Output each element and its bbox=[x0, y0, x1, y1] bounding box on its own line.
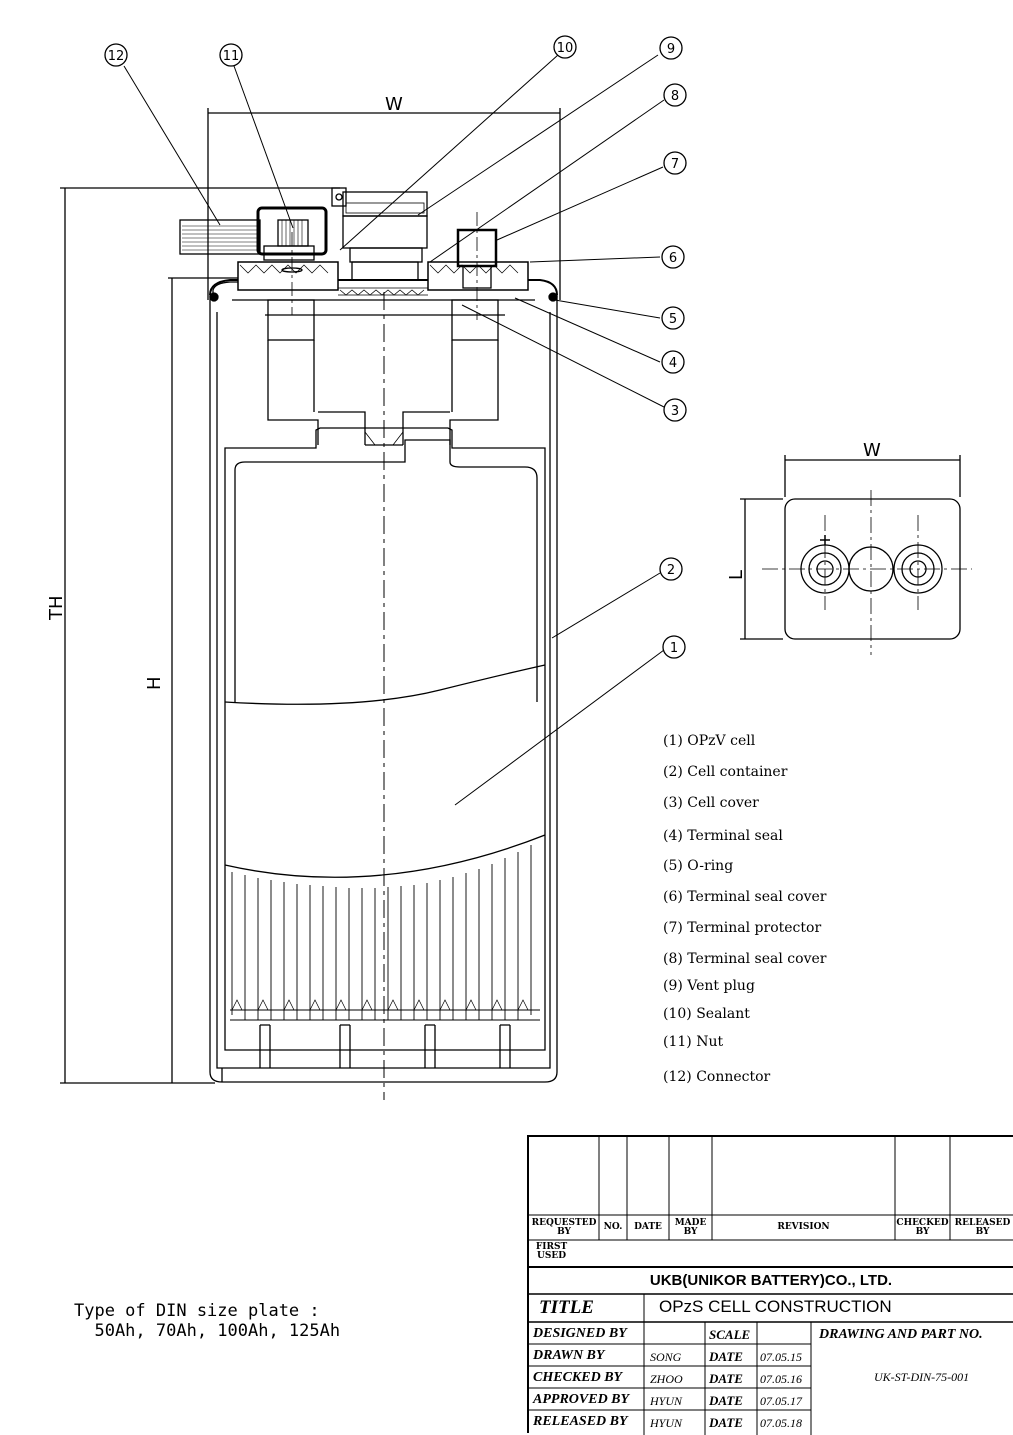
checked-date: 07.05.16 bbox=[760, 1372, 802, 1386]
title-label: TITLE bbox=[539, 1297, 594, 1318]
callout-5: 5 bbox=[661, 306, 685, 330]
revision-header: REVISION bbox=[777, 1222, 830, 1232]
released-by-label: RELEASED BY bbox=[533, 1414, 628, 1429]
callout-10: 10 bbox=[553, 35, 577, 59]
din-note-line2: 50Ah, 70Ah, 100Ah, 125Ah bbox=[74, 1321, 341, 1341]
callout-4: 4 bbox=[661, 350, 685, 374]
approved-by-label: APPROVED BY bbox=[533, 1392, 630, 1407]
approved-date: 07.05.17 bbox=[760, 1394, 802, 1408]
height-label: H bbox=[144, 676, 165, 690]
o-rings bbox=[209, 292, 558, 302]
top-view-width-label: W bbox=[863, 440, 881, 461]
svg-text:2: 2 bbox=[667, 563, 675, 578]
callout-2: 2 bbox=[659, 557, 683, 581]
callout-9: 9 bbox=[659, 36, 683, 60]
released-by-header: RELEASED BY bbox=[954, 1218, 1011, 1237]
svg-text:7: 7 bbox=[671, 157, 679, 172]
drawn-date-label: DATE bbox=[709, 1349, 743, 1364]
legend-item: (10) Sealant bbox=[663, 1006, 750, 1022]
callout-12: 12 bbox=[104, 43, 128, 67]
legend-item: (5) O-ring bbox=[663, 858, 734, 874]
callout-8: 8 bbox=[663, 83, 687, 107]
callout-6: 6 bbox=[661, 245, 685, 269]
legend-item: (9) Vent plug bbox=[663, 978, 755, 994]
svg-text:8: 8 bbox=[671, 89, 679, 104]
title-block: REQUESTED BY NO. DATE MADE BY REVISION C… bbox=[527, 1135, 1013, 1435]
drawing-title: OPzS CELL CONSTRUCTION bbox=[659, 1297, 892, 1316]
designed-by-label: DESIGNED BY bbox=[533, 1326, 627, 1341]
svg-text:10: 10 bbox=[557, 41, 574, 56]
drawn-by-label: DRAWN BY bbox=[533, 1348, 605, 1363]
approved-date-label: DATE bbox=[709, 1393, 743, 1408]
company-name: UKB(UNIKOR BATTERY)CO., LTD. bbox=[649, 1272, 893, 1289]
svg-text:12: 12 bbox=[108, 49, 125, 64]
callout-11: 11 bbox=[219, 43, 243, 67]
callout-circles: 12 11 10 9 8 7 6 5 4 3 2 1 bbox=[104, 35, 687, 659]
drawn-date: 07.05.15 bbox=[760, 1350, 802, 1364]
top-view: W L bbox=[726, 440, 972, 655]
checked-by-header: CHECKED BY bbox=[896, 1218, 949, 1237]
legend-item: (4) Terminal seal bbox=[663, 828, 783, 844]
released-by-name: HYUN bbox=[650, 1416, 683, 1430]
svg-text:9: 9 bbox=[667, 42, 675, 57]
checked-date-label: DATE bbox=[709, 1371, 743, 1386]
drawing-number-label: DRAWING AND PART NO. bbox=[819, 1327, 983, 1342]
made-by-header: MADE BY bbox=[674, 1218, 707, 1237]
released-date-label: DATE bbox=[709, 1415, 743, 1430]
requested-by-header: REQUESTED BY bbox=[531, 1218, 597, 1237]
checked-by-name: ZHOO bbox=[650, 1372, 683, 1386]
svg-text:5: 5 bbox=[669, 312, 677, 327]
legend-item: (2) Cell container bbox=[663, 764, 788, 780]
opzv-cell-element bbox=[224, 427, 546, 1068]
callout-7: 7 bbox=[663, 151, 687, 175]
legend-item: (6) Terminal seal cover bbox=[663, 889, 827, 905]
width-label: W bbox=[385, 94, 403, 115]
first-used-header: FIRST USED bbox=[535, 1242, 568, 1261]
svg-text:1: 1 bbox=[670, 641, 678, 656]
svg-text:6: 6 bbox=[669, 251, 677, 266]
width-dimension: W bbox=[207, 94, 561, 300]
svg-text:4: 4 bbox=[669, 356, 677, 371]
callout-1: 1 bbox=[662, 635, 686, 659]
no-header: NO. bbox=[603, 1222, 623, 1232]
title-block-grid bbox=[529, 1137, 1013, 1435]
checked-by-label: CHECKED BY bbox=[533, 1370, 623, 1385]
legend-item: (12) Connector bbox=[663, 1069, 771, 1085]
legend-item: (1) OPzV cell bbox=[663, 733, 756, 749]
drawing-number: UK-ST-DIN-75-001 bbox=[874, 1370, 970, 1384]
scale-label: SCALE bbox=[709, 1327, 751, 1342]
approved-by-name: HYUN bbox=[650, 1394, 683, 1408]
svg-text:3: 3 bbox=[671, 404, 679, 419]
drawn-by-name: SONG bbox=[650, 1350, 682, 1364]
height-dimension: H bbox=[144, 277, 245, 1083]
legend-item: (7) Terminal protector bbox=[663, 920, 822, 936]
connector bbox=[179, 206, 328, 315]
total-height-dimension: TH bbox=[46, 187, 340, 1084]
legend-item: (8) Terminal seal cover bbox=[663, 951, 827, 967]
terminal-posts bbox=[267, 299, 499, 446]
length-label: L bbox=[726, 570, 747, 580]
din-plate-note: Type of DIN size plate : 50Ah, 70Ah, 100… bbox=[74, 1301, 340, 1341]
total-height-label: TH bbox=[46, 595, 67, 621]
callout-3: 3 bbox=[663, 398, 687, 422]
leader-lines bbox=[123, 54, 665, 806]
terminal-protector bbox=[456, 212, 498, 320]
released-date: 07.05.18 bbox=[760, 1416, 802, 1430]
din-note-line1: Type of DIN size plate : bbox=[74, 1301, 320, 1321]
legend-item: (11) Nut bbox=[663, 1034, 724, 1050]
date-header: DATE bbox=[634, 1222, 662, 1232]
legend-item: (3) Cell cover bbox=[663, 795, 759, 811]
vent-plug bbox=[331, 187, 428, 281]
svg-text:11: 11 bbox=[223, 49, 240, 64]
